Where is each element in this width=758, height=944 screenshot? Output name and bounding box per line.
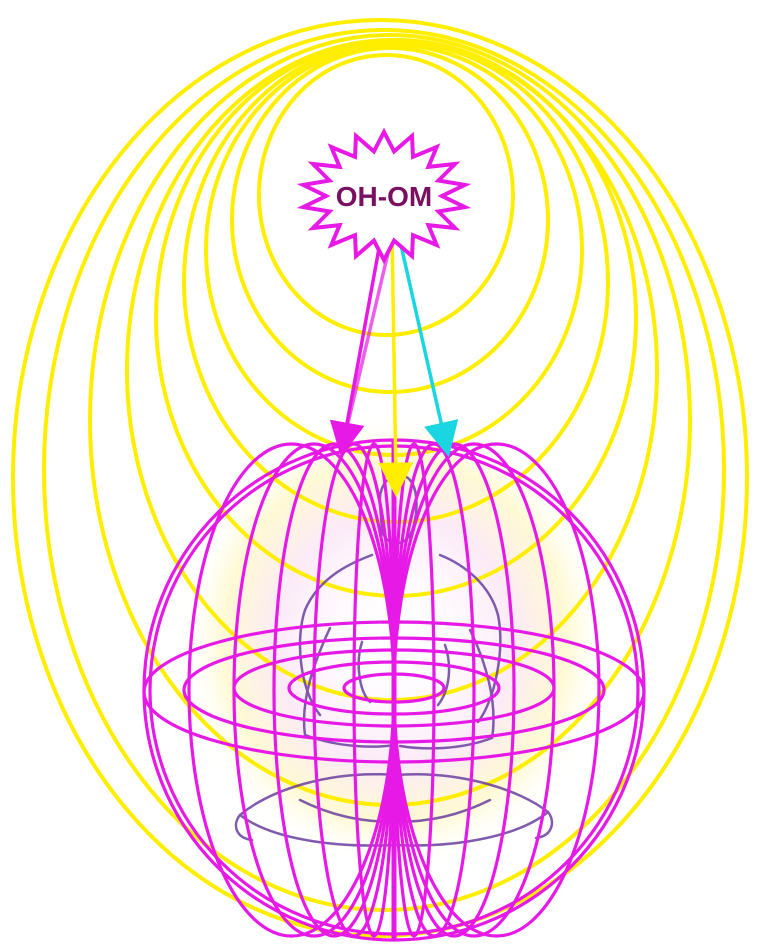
magenta-arrow-second (344, 236, 392, 440)
om-star-burst: OH-OM (303, 132, 465, 260)
source-label: OH-OM (336, 181, 432, 212)
cyan-arrow (398, 232, 445, 440)
